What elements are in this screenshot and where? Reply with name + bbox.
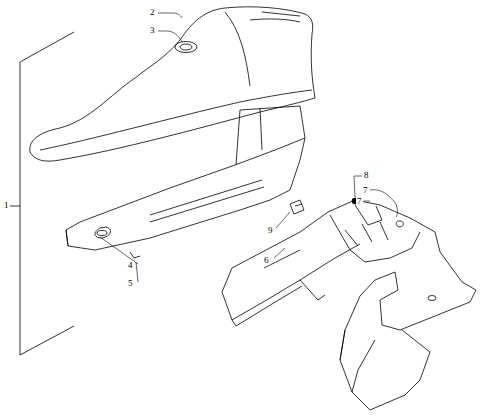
leader-lines (100, 13, 398, 282)
callout-number: 5 (127, 279, 134, 288)
rear-panel (222, 198, 476, 410)
callout-number: 7 (362, 186, 369, 195)
seat (30, 7, 315, 161)
callout-number: 8 (363, 171, 370, 180)
callout-number: 4 (127, 261, 134, 270)
callout-number: 6 (263, 256, 270, 265)
callout-number: 2 (149, 8, 156, 17)
assembly-bracket (10, 32, 74, 355)
callout-number: 3 (149, 26, 156, 35)
callout-number: 7 (356, 197, 363, 206)
seat-base (66, 106, 305, 258)
callout-number: 1 (3, 201, 10, 210)
callout-number: 9 (267, 226, 274, 235)
